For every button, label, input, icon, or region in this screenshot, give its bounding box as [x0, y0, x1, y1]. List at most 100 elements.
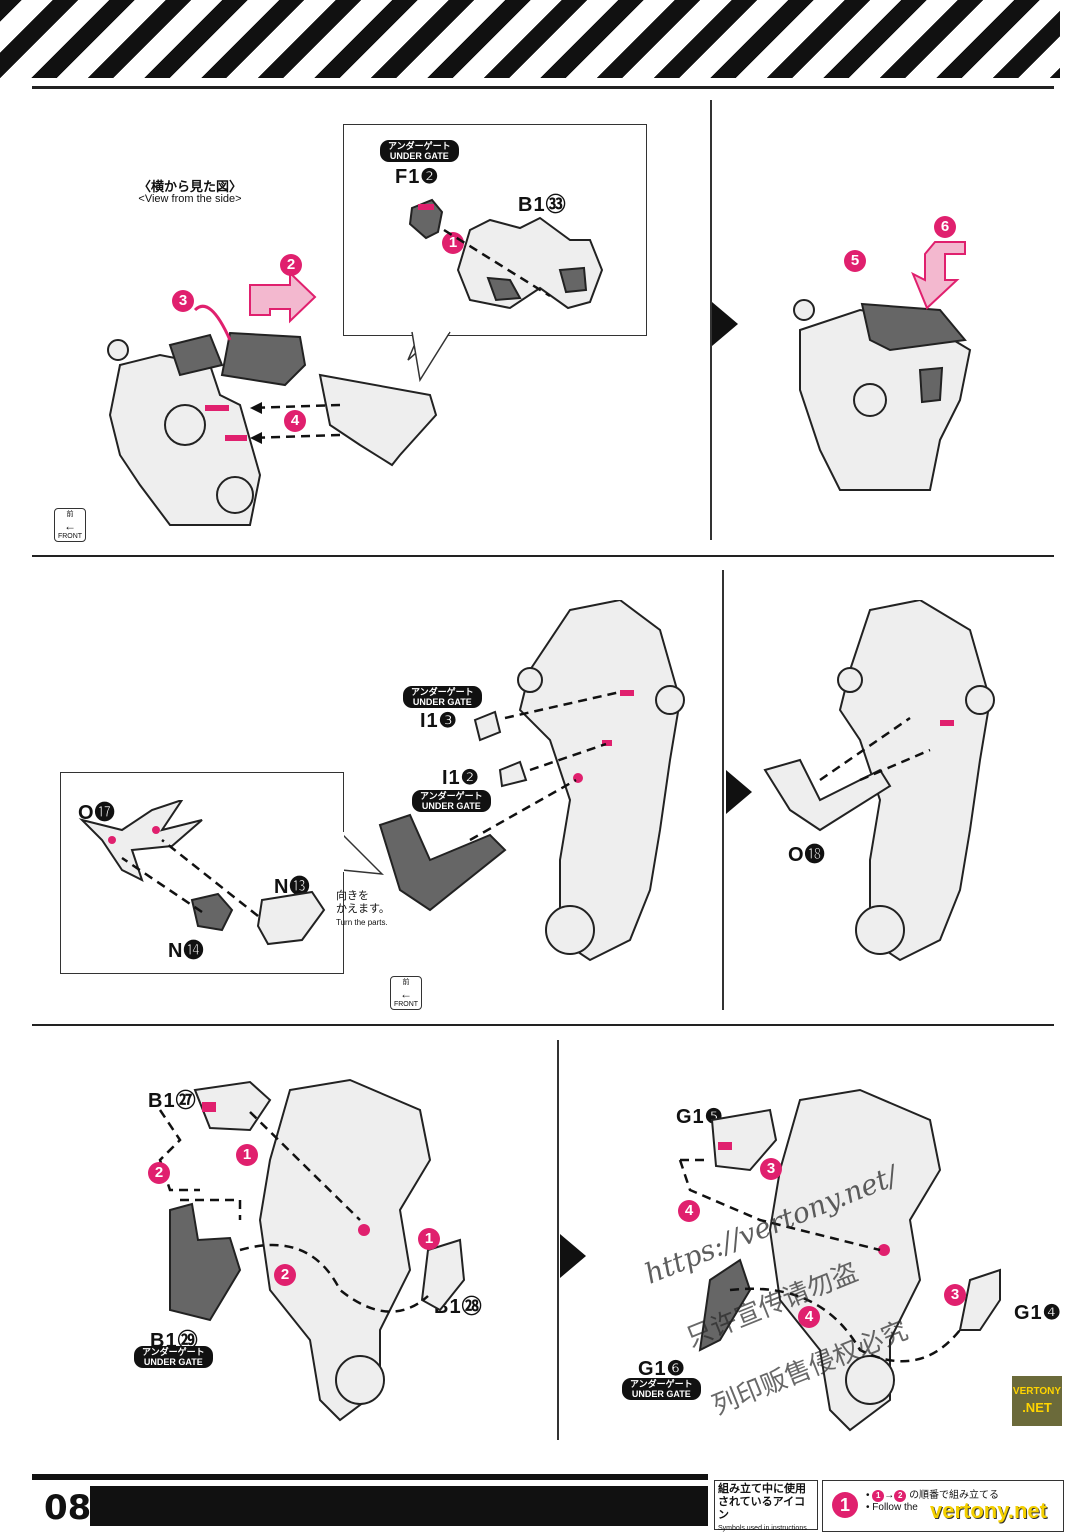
shoulder-shape	[168, 333, 224, 377]
under-gate-badge-3a: アンダーゲート UNDER GATE	[134, 1346, 213, 1368]
footer-watermark-site: vertony.net	[930, 1498, 1047, 1523]
divider-section3	[557, 1040, 559, 1440]
step-marker-1b: 1	[418, 1228, 440, 1250]
part-number: ❸	[438, 710, 458, 732]
logo-bottom: .NET	[1022, 1400, 1052, 1415]
leg-result-drawing	[763, 600, 995, 962]
gate-en: UNDER GATE	[631, 1389, 691, 1399]
part-o18-n-shape	[378, 813, 507, 912]
step-marker-2b: 2	[274, 1264, 296, 1286]
callout-box-2	[60, 772, 344, 974]
torso-result-drawing	[793, 299, 972, 491]
turn-jp-2: かえます。	[336, 903, 390, 915]
gate-en: UNDER GATE	[412, 697, 472, 707]
callout-2-pointer	[340, 832, 385, 875]
step-marker-3a: 3	[760, 1158, 782, 1180]
part-code: B1	[148, 1090, 176, 1112]
torso-assembly-drawing	[107, 270, 438, 526]
legend-step-icon: 1	[832, 1492, 858, 1518]
legend-line1-jp: の順番で組み立てる	[909, 1490, 1000, 1501]
part-label-o17: O⓱	[78, 796, 116, 825]
part-label-b1-27: B1㉗	[148, 1084, 197, 1113]
collar-part-shape	[220, 331, 307, 387]
front-en: FRONT	[57, 533, 83, 540]
logo-top: VERTONY	[1012, 1386, 1062, 1397]
part-code: G1	[676, 1106, 705, 1128]
legend-line1: • 1→2 の順番で組み立てる	[866, 1490, 1000, 1502]
step-marker-4b: 4	[798, 1306, 820, 1328]
part-label-i1-3: I1❸	[420, 708, 458, 733]
step-marker-2a: 2	[148, 1162, 170, 1184]
part-number: ⓱	[94, 802, 116, 824]
gate-jp: アンダーゲート	[388, 141, 451, 151]
callout-2-parts-drawing	[78, 800, 326, 946]
legend-en: Symbols used in instructions	[718, 1525, 807, 1532]
part-code: O	[788, 844, 805, 866]
header-rule	[32, 86, 1054, 89]
legend-num-1-icon: 1	[872, 1490, 885, 1502]
left-arrow-icon: ←	[64, 519, 76, 533]
part-number: ㉝	[545, 194, 567, 216]
turn-en: Turn the parts.	[336, 918, 388, 927]
part-g1-6-shape	[698, 1258, 752, 1352]
next-arrow-icon	[560, 1234, 586, 1278]
part-label-i1-2: I1❷	[442, 765, 480, 790]
part-code: I1	[442, 767, 461, 789]
part-label-b1-33: B1㉝	[518, 188, 567, 217]
part-number: ⓲	[804, 844, 826, 866]
turn-parts-note: 向きを かえます。 Turn the parts.	[336, 890, 390, 929]
part-number: ❹	[1042, 1302, 1062, 1324]
footer-bar-top	[32, 1474, 708, 1480]
part-b1-29-shape	[169, 1202, 242, 1322]
section-rule-1	[32, 555, 1054, 557]
front-orientation-icon-2: 前 ← FRONT	[390, 976, 422, 1010]
next-arrow-icon	[712, 302, 738, 346]
gate-jp: アンダーゲート	[411, 687, 474, 697]
divider-section2	[722, 570, 724, 1010]
side-view-title: 〈横から見た図〉	[137, 179, 242, 194]
part-b1-28-shape	[420, 1238, 466, 1312]
gate-jp: アンダーゲート	[142, 1347, 205, 1357]
step-marker-3b: 3	[944, 1284, 966, 1306]
part-label-o18: O⓲	[788, 838, 826, 867]
under-gate-badge: アンダーゲート UNDER GATE	[380, 140, 459, 162]
legend-num-2-icon: 2	[894, 1490, 907, 1502]
part-code: G1	[1014, 1302, 1043, 1324]
front-en: FRONT	[393, 1001, 419, 1008]
part-code: I1	[420, 710, 439, 732]
step-marker-2: 2	[280, 254, 302, 276]
part-code: N	[274, 876, 290, 898]
under-gate-badge-2b: アンダーゲート UNDER GATE	[412, 790, 491, 812]
step-marker-4: 4	[284, 410, 306, 432]
part-code: O	[78, 802, 95, 824]
part-number: ⓮	[183, 940, 205, 962]
part-b1-33-shape	[456, 216, 604, 310]
step-marker-1: 1	[442, 232, 464, 254]
chest-plate-shape	[318, 373, 438, 467]
legend-jp-2: されているアイコン	[718, 1496, 806, 1521]
part-g1-5-shape	[710, 1108, 778, 1172]
section-rule-2	[32, 1024, 1054, 1026]
step-marker-3: 3	[172, 290, 194, 312]
part-code: N	[168, 940, 184, 962]
left-arrow-icon: ←	[400, 987, 412, 1001]
front-orientation-icon: 前 ← FRONT	[54, 508, 86, 542]
part-g1-4-shape	[958, 1268, 1001, 1331]
part-code: B1	[518, 194, 546, 216]
press-arrow-icon	[911, 241, 966, 310]
gate-en: UNDER GATE	[421, 801, 481, 811]
step-marker-5: 5	[844, 250, 866, 272]
front-jp: 前	[66, 511, 74, 518]
hip-assembly-left-drawing	[158, 1078, 466, 1422]
gate-en: UNDER GATE	[389, 151, 449, 161]
front-jp: 前	[402, 979, 410, 986]
part-number: ㉗	[175, 1090, 197, 1112]
under-gate-badge-3b: アンダーゲート UNDER GATE	[622, 1378, 701, 1400]
leg-assembly-drawing	[378, 600, 685, 962]
header-edge	[1060, 0, 1075, 78]
part-number: ❻	[666, 1358, 686, 1380]
part-label-n14: N⓮	[168, 934, 204, 963]
part-label-f1-2: F1❷	[395, 164, 439, 189]
side-view-subtitle: <View from the side>	[138, 193, 242, 205]
hip-assembly-right-drawing	[678, 1088, 1001, 1432]
